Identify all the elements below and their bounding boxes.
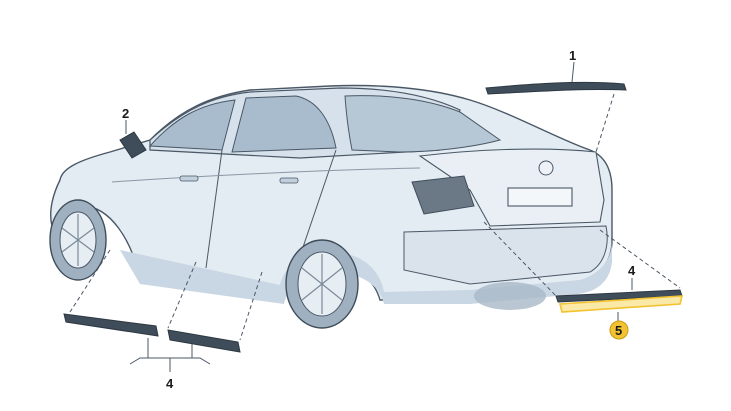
rear-window <box>344 95 502 153</box>
leader-lines <box>69 61 681 372</box>
highlighted-bumper-strip <box>558 295 684 313</box>
sill-trim-left <box>63 313 159 337</box>
callout-5: 5 <box>615 323 622 338</box>
door-line-front <box>205 149 223 269</box>
rear-door-handle <box>279 177 299 184</box>
sill-trim-right <box>167 329 241 353</box>
trim-parts <box>63 81 684 353</box>
side-mirror <box>119 131 147 159</box>
rear-side-window <box>231 95 337 153</box>
rear-bumper <box>403 225 608 285</box>
license-plate <box>507 187 573 207</box>
rear-wheel <box>285 239 359 329</box>
car-lower-shade <box>120 240 612 304</box>
callout-2: 2 <box>122 106 129 121</box>
front-wheel <box>49 199 107 281</box>
callout-5-highlight <box>609 320 629 340</box>
rear-spoiler-trim <box>485 81 627 95</box>
brand-badge <box>538 160 554 176</box>
tail-light <box>411 175 475 215</box>
callout-1: 1 <box>569 48 576 63</box>
body-crease <box>111 167 421 183</box>
front-side-window <box>148 99 236 151</box>
door-line-rear <box>299 149 337 257</box>
rear-undershadow <box>474 282 546 310</box>
callout-labels: 1 2 4 4 5 <box>122 48 636 391</box>
front-door-handle <box>179 175 199 182</box>
callout-4-right: 4 <box>628 263 636 278</box>
car-illustration <box>49 84 613 329</box>
callout-4-sill: 4 <box>166 376 174 391</box>
